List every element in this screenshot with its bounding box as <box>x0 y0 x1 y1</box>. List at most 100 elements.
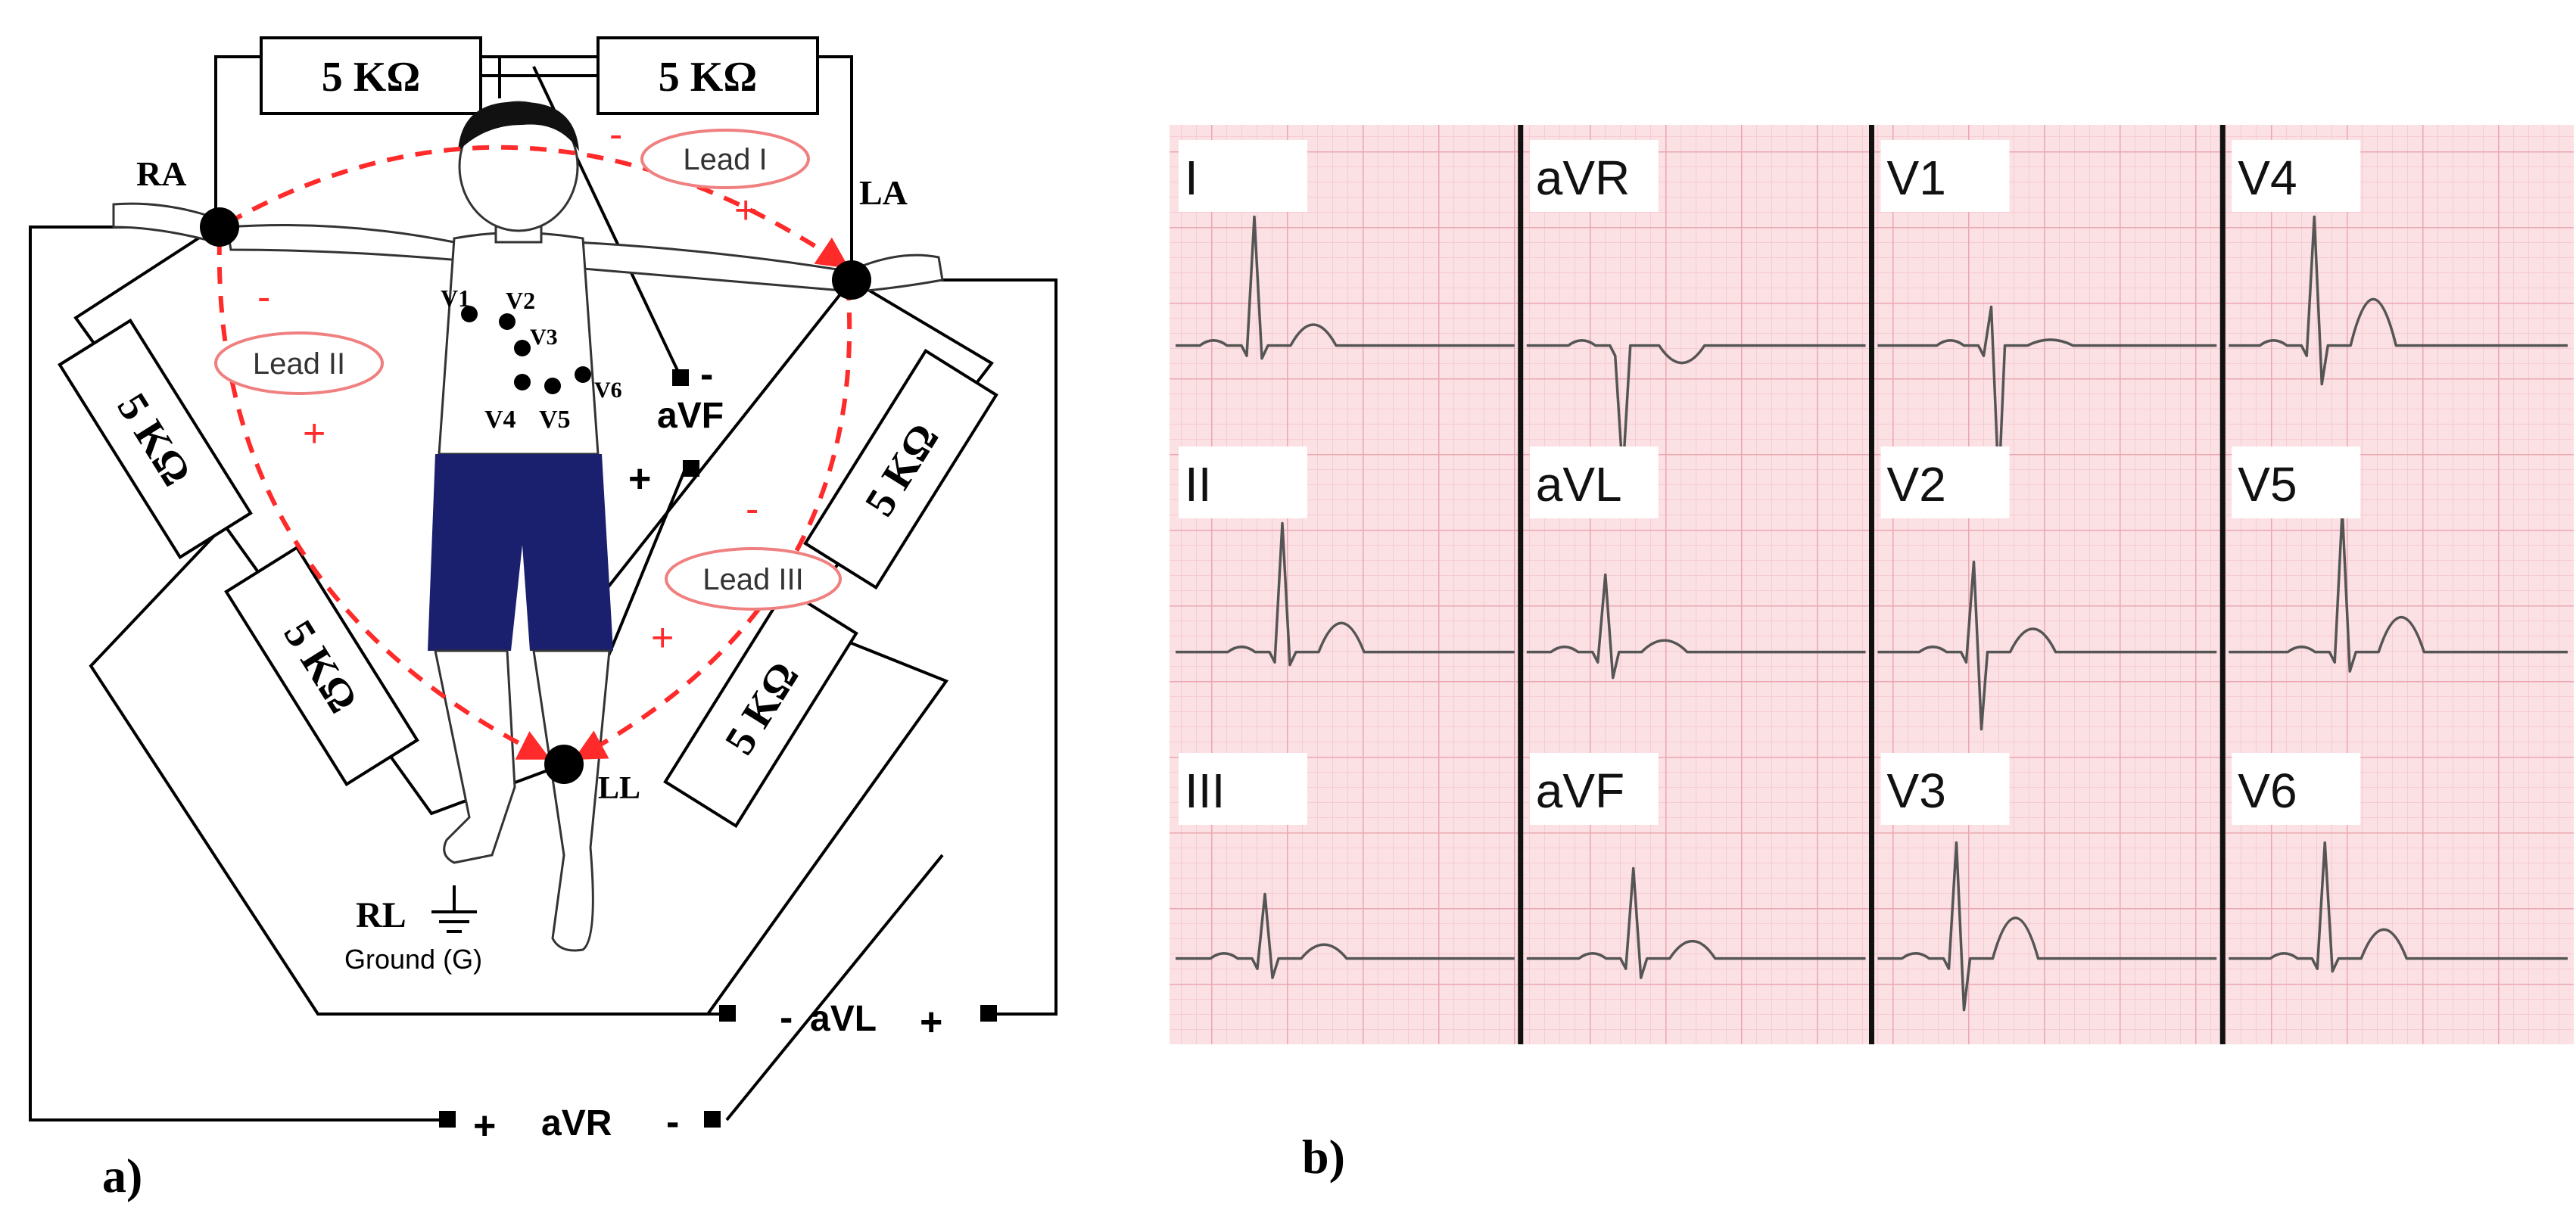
lead-i-label: Lead I <box>683 143 767 176</box>
v6-electrode <box>575 366 591 383</box>
ecg-trace-v5 <box>2229 509 2568 673</box>
ecg-label-bg <box>1880 140 2010 212</box>
ecg-lead-label-avr: aVR <box>1536 151 1631 205</box>
v3-electrode <box>514 340 531 356</box>
ecg-label-bg <box>1179 140 1307 212</box>
ecg-trace-i <box>1176 215 1515 360</box>
avl-terminal-left <box>719 1005 736 1022</box>
ecg-trace-avr <box>1526 339 1866 476</box>
avl-minus: - <box>780 996 793 1040</box>
resistor-right-upper: 5 KΩ <box>803 348 998 590</box>
lead-iii-plus: + <box>651 616 674 660</box>
lead-iii-label: Lead III <box>702 563 803 596</box>
ecg-separators <box>1518 125 2226 1044</box>
lead-i-badge: Lead I <box>640 129 810 189</box>
ecg-trace-v2 <box>1877 560 2217 731</box>
avl-label: aVL <box>810 999 877 1039</box>
ecg-trace-v3 <box>1877 841 2217 1012</box>
ecg-label-bg <box>1529 140 1659 212</box>
ecg-lead-label-iii: III <box>1185 764 1225 818</box>
ecg-label-bg <box>2232 753 2361 825</box>
ecg-label-bg <box>1529 446 1659 518</box>
ecg-trace-iii <box>1176 892 1515 979</box>
lead-iii-minus: - <box>746 487 758 531</box>
ll-node <box>544 745 584 784</box>
human-figure <box>112 101 944 952</box>
ecg-trace-v6 <box>2229 841 2568 973</box>
v4-electrode <box>514 374 531 390</box>
avr-plus: + <box>473 1104 496 1148</box>
lead-ii-badge: Lead II <box>214 331 384 395</box>
ecg-trace-avf <box>1526 866 1866 979</box>
left-arm <box>573 241 857 293</box>
ll-label: LL <box>598 771 640 806</box>
avl-plus: + <box>920 1000 942 1044</box>
ecg-traces <box>1176 215 2568 1012</box>
avl-terminal-right <box>980 1005 997 1022</box>
ecg-trace-v4 <box>2229 215 2568 386</box>
ecg-label-bg <box>1179 753 1307 825</box>
shorts <box>428 454 613 651</box>
ecg-label-bg <box>2232 446 2361 518</box>
left-hand <box>854 254 944 293</box>
resistor-left-lower: 5 KΩ <box>224 545 419 787</box>
top-wire <box>214 55 853 140</box>
lead-i-plus: + <box>734 188 757 232</box>
avr-terminal-right <box>704 1111 721 1128</box>
ecg-trace-avl <box>1526 573 1866 680</box>
lead-ii-label: Lead II <box>253 347 345 381</box>
v1-label: V1 <box>441 285 470 312</box>
avl-outer-wire <box>852 278 1057 1016</box>
v5-electrode <box>544 378 561 394</box>
avf-terminal-top <box>672 369 689 386</box>
lead-i-path <box>226 145 849 269</box>
ecg-label-bg <box>1880 446 2010 518</box>
ra-node <box>200 207 239 247</box>
lead-i-minus: - <box>609 113 622 157</box>
lead-iii-path <box>573 283 852 761</box>
ecg-lead-label-avl: aVL <box>1536 457 1622 512</box>
panel-a-diagram: 5 KΩ 5 KΩ 5 KΩ 5 KΩ 5 KΩ <box>29 36 1057 1202</box>
lead-ii-path <box>216 238 551 760</box>
ecg-lead-label-v2: V2 <box>1887 457 1946 512</box>
v1-electrode <box>461 306 478 322</box>
avf-terminal-bottom <box>683 460 699 477</box>
avr-label: aVR <box>541 1103 612 1143</box>
resistor-label: 5 KΩ <box>322 54 420 101</box>
la-node <box>832 260 871 300</box>
right-arm <box>226 224 472 263</box>
chest-electrodes: V1 V2 V3 V4 V5 V6 <box>441 285 622 434</box>
ecg-label-bg <box>1880 753 2010 825</box>
resistor-top-left: 5 KΩ <box>260 36 482 115</box>
la-label: LA <box>859 173 908 212</box>
left-lower-frame <box>89 521 727 1016</box>
ecg-trace-ii <box>1176 521 1515 667</box>
ecg-lead-label-i: I <box>1185 151 1198 205</box>
hair <box>458 101 579 151</box>
panel-b-label: b) <box>1302 1130 1345 1184</box>
resistor-top-right: 5 KΩ <box>596 36 819 115</box>
ecg-lead-label-v1: V1 <box>1887 151 1946 205</box>
ra-label: RA <box>136 154 186 193</box>
avr-terminal-left <box>439 1111 456 1128</box>
right-leg <box>434 649 516 864</box>
avr-diag-wire <box>725 854 944 1121</box>
ecg-label-bg <box>1179 446 1307 518</box>
lead-ii-minus: - <box>257 275 270 319</box>
resistor-right-lower: 5 KΩ <box>663 586 858 829</box>
ground-icon <box>431 885 477 933</box>
panel-a-label: a) <box>102 1149 142 1202</box>
v2-electrode <box>499 313 516 330</box>
ground-label: Ground (G) <box>344 944 482 975</box>
lead-ii-plus: + <box>303 412 326 456</box>
v3-label: V3 <box>530 325 558 350</box>
ecg-lead-label-avf: aVF <box>1536 764 1624 818</box>
v6-label: V6 <box>594 378 622 403</box>
avf-plus: + <box>628 457 651 501</box>
rl-label: RL <box>356 895 406 935</box>
avr-minus: - <box>666 1100 679 1144</box>
ecg-lead-label-ii: II <box>1185 457 1212 512</box>
